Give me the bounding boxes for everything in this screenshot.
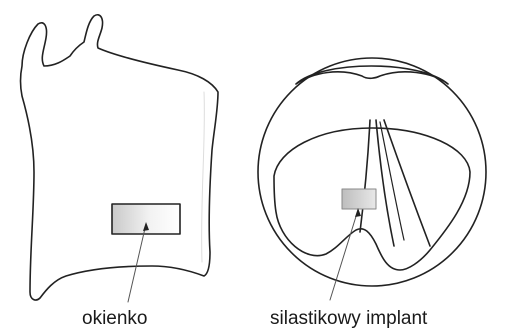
cartilage-outline bbox=[21, 15, 219, 300]
window-label: okienko bbox=[82, 309, 148, 328]
thyroid-cartilage-lateral-view bbox=[21, 15, 219, 302]
implant-label: silastikowy implant bbox=[270, 309, 427, 328]
larynx-superior-view bbox=[258, 58, 486, 300]
larynx-outer-ring bbox=[258, 58, 486, 286]
silastic-implant bbox=[342, 189, 376, 209]
